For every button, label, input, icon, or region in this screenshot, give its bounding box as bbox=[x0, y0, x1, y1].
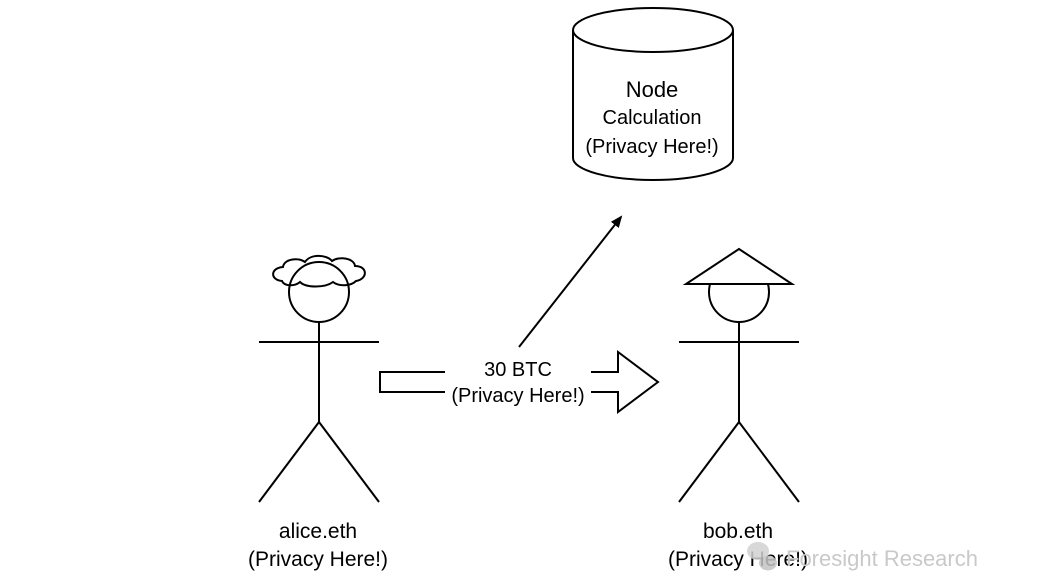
bob-figure[interactable]: bob.eth (Privacy Here!) bbox=[668, 247, 808, 571]
alice-right-leg bbox=[318, 421, 380, 503]
wechat-icon bbox=[747, 542, 777, 571]
node-calculation-label: Calculation bbox=[603, 107, 702, 129]
alice-figure[interactable]: alice.eth (Privacy Here!) bbox=[248, 254, 388, 571]
transfer-privacy-label: (Privacy Here!) bbox=[451, 385, 584, 407]
transfer-label-background bbox=[445, 356, 591, 408]
watermark-text: Foresight Research bbox=[786, 546, 978, 571]
alice-name: alice.eth bbox=[279, 520, 357, 543]
alice-cloud-hat bbox=[272, 254, 366, 288]
alice-left-leg bbox=[258, 421, 320, 503]
watermark: Foresight Research bbox=[747, 542, 978, 571]
node-database-cylinder[interactable]: Node Calculation (Privacy Here!) bbox=[572, 7, 734, 181]
alice-privacy-label: (Privacy Here!) bbox=[248, 548, 388, 571]
transfer-arrow: 30 BTC (Privacy Here!) bbox=[379, 350, 660, 414]
arrow-to-node bbox=[518, 215, 623, 348]
cylinder-body bbox=[572, 30, 734, 181]
bob-right-leg bbox=[738, 421, 800, 503]
bob-left-leg bbox=[678, 421, 740, 503]
bob-conical-hat bbox=[682, 247, 796, 285]
cylinder-top bbox=[572, 7, 734, 53]
transfer-amount: 30 BTC bbox=[484, 359, 552, 381]
node-title: Node bbox=[626, 77, 679, 102]
bob-name: bob.eth bbox=[703, 520, 773, 543]
node-privacy-label: (Privacy Here!) bbox=[585, 136, 718, 158]
